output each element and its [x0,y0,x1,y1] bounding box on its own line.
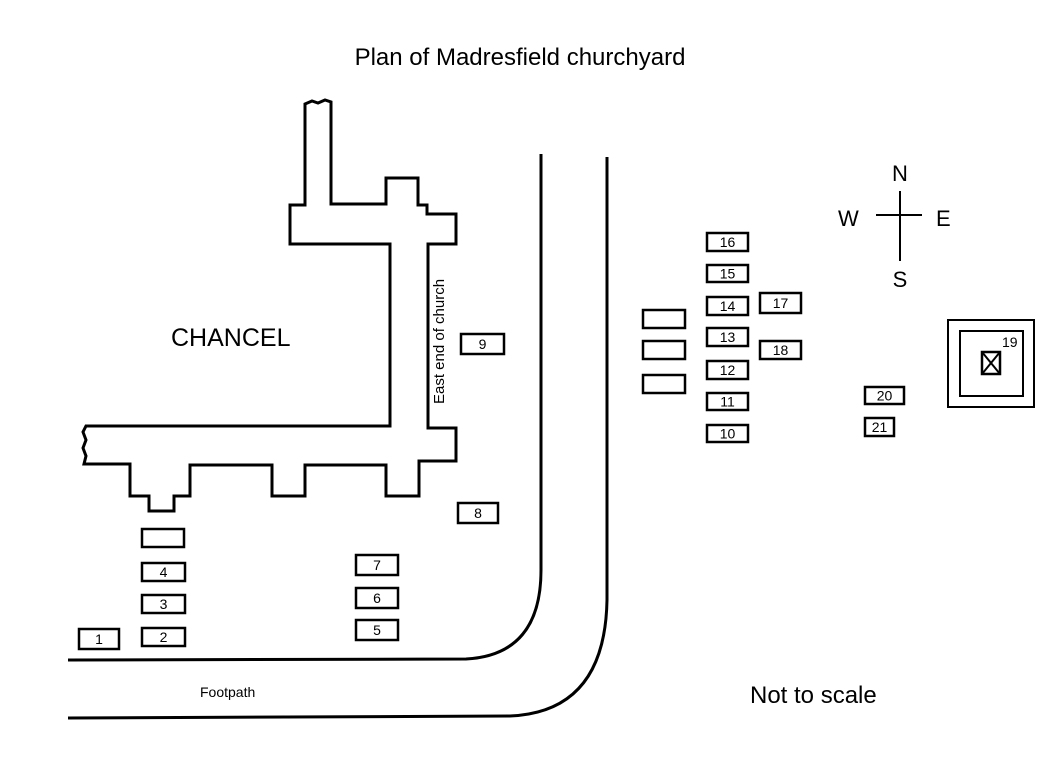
grave-17-label: 17 [773,295,789,311]
grave-4[interactable]: 4 [140,561,187,583]
compass-south: S [893,267,908,292]
grave-18-label: 18 [773,342,789,358]
grave-2-label: 2 [160,629,168,645]
grave-19-cross-b [981,351,1001,375]
grave-8-label: 8 [474,505,482,521]
grave-20-outline [863,385,906,406]
grave-1-outline [77,627,121,651]
grave-10-outline [705,423,750,444]
grave-13[interactable]: 13 [705,326,750,348]
grave-12-outline [705,359,750,381]
grave-5-outline [354,618,400,642]
footpath-outer-edge [67,157,609,720]
grave-7-outline [354,553,400,577]
chancel-label: CHANCEL [171,324,291,352]
unnumbered-grave[interactable] [641,308,687,330]
grave-19-inner-border [959,330,1024,397]
grave-2[interactable]: 2 [140,626,187,648]
grave-9-outline [459,332,506,356]
grave-1[interactable]: 1 [77,627,121,651]
grave-5[interactable]: 5 [354,618,400,642]
grave-15-outline [705,263,750,284]
grave-15[interactable]: 15 [705,263,750,284]
grave-2-outline [140,626,187,648]
grave-11-label: 11 [720,394,735,410]
grave-16-outline [705,231,750,253]
east-end-label: East end of church [431,279,448,404]
grave-6-label: 6 [373,590,381,606]
grave-7[interactable]: 7 [354,553,400,577]
church-wall-outline [81,98,458,513]
grave-14-outline [705,295,750,317]
grave-14-label: 14 [720,298,736,314]
grave-3-label: 3 [160,596,168,612]
compass-east: E [936,206,951,231]
grave-14[interactable]: 14 [705,295,750,317]
map-title: Plan of Madresfield churchyard [354,44,686,71]
unnumbered-grave[interactable] [140,527,186,549]
grave-15-label: 15 [720,266,736,282]
grave-16[interactable]: 16 [705,231,750,253]
unnumbered-grave[interactable] [641,373,687,395]
grave-21-outline [863,416,896,438]
grave-13-label: 13 [720,329,736,345]
grave-11[interactable]: 11 [705,391,750,412]
grave-4-label: 4 [160,564,168,580]
grave-7-label: 7 [373,557,381,573]
grave-17[interactable]: 17 [758,291,803,315]
grave-18[interactable]: 18 [758,339,803,361]
grave-20[interactable]: 20 [863,385,906,406]
compass-rose: N S E W [838,161,951,292]
compass-north: N [892,161,908,186]
unnumbered-grave[interactable] [641,339,687,361]
grave-17-outline [758,291,803,315]
grave-9-label: 9 [479,336,487,352]
grave-10[interactable]: 10 [705,423,750,444]
grave-5-label: 5 [373,622,381,638]
grave-3[interactable]: 3 [140,593,187,615]
grave-13-outline [705,326,750,348]
grave-12-label: 12 [720,362,736,378]
grave-6[interactable]: 6 [354,586,400,610]
grave-12[interactable]: 12 [705,359,750,381]
footpath-inner-edge [67,154,543,662]
grave-8[interactable]: 8 [456,501,500,525]
grave-19-enclosure[interactable]: 19 [947,319,1035,408]
grave-1-label: 1 [95,631,103,647]
grave-19-label: 19 [1002,334,1018,350]
grave-18-outline [758,339,803,361]
compass-west: W [838,206,859,231]
grave-20-label: 20 [877,388,893,404]
grave-4-outline [140,561,187,583]
grave-19-outer-border [947,319,1035,408]
footpath-label: Footpath [200,684,255,700]
grave-8-outline [456,501,500,525]
grave-11-outline [705,391,750,412]
grave-16-label: 16 [720,234,736,250]
grave-3-outline [140,593,187,615]
not-to-scale-note: Not to scale [750,682,877,709]
grave-6-outline [354,586,400,610]
grave-10-label: 10 [720,426,736,442]
grave-21-label: 21 [872,419,888,435]
grave-21[interactable]: 21 [863,416,896,438]
grave-9[interactable]: 9 [459,332,506,356]
